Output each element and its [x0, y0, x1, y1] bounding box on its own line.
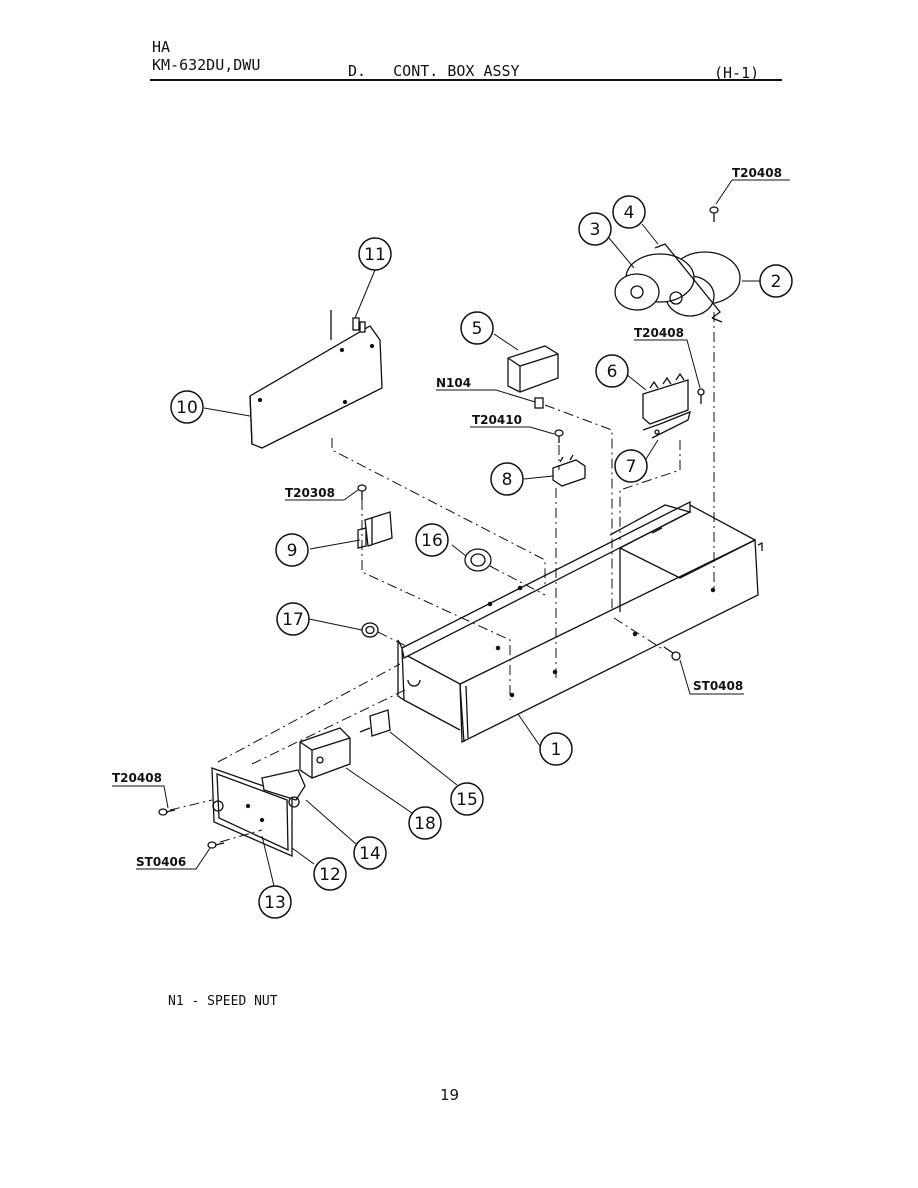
callout-8: 8 [502, 470, 513, 490]
callout-10-circle [170, 390, 204, 424]
toggle-switch [359, 709, 391, 737]
code-t20410: T20410 [472, 413, 522, 427]
callout-14: 14 [359, 844, 381, 864]
callout-3-circle [578, 212, 612, 246]
callout-1-circle [539, 732, 573, 766]
callout-8-circle [490, 462, 524, 496]
control-board [249, 310, 383, 449]
code-t20408-right: T20408 [634, 326, 684, 340]
callout-4-circle [612, 195, 646, 229]
grommet-small [361, 622, 379, 638]
callout-11: 11 [364, 245, 386, 265]
page-number: 19 [440, 1086, 460, 1104]
transformer [357, 511, 393, 549]
control-box [397, 500, 763, 744]
capacitor-assembly [614, 243, 741, 323]
terminal-block [642, 372, 691, 439]
callout-12-circle [313, 857, 347, 891]
callout-15: 15 [456, 790, 478, 810]
callout-11-circle [358, 237, 392, 271]
callout-18: 18 [414, 814, 436, 834]
leader-lines [112, 179, 790, 887]
switch-box [299, 727, 351, 779]
code-t20308: T20308 [285, 486, 335, 500]
callout-14-circle [353, 836, 387, 870]
callout-15-circle [450, 782, 484, 816]
callout-16: 16 [421, 531, 443, 551]
code-t20408-top: T20408 [732, 166, 782, 180]
callout-6: 6 [607, 362, 618, 382]
callout-6-circle [595, 354, 629, 388]
callout-3: 3 [590, 220, 601, 240]
callout-4: 4 [624, 203, 635, 223]
callout-2-circle [759, 264, 793, 298]
spacer [352, 317, 366, 333]
callout-9-circle [275, 533, 309, 567]
section-letter: D. [348, 62, 367, 80]
relay [507, 345, 559, 409]
callout-13: 13 [264, 893, 286, 913]
callout-13-circle [258, 885, 292, 919]
callout-17-circle [276, 602, 310, 636]
header-model: KM-632DU,DWU [152, 56, 261, 74]
grommet-large [464, 548, 492, 572]
header-section: D. CONT. BOX ASSY [348, 62, 520, 80]
callout-circles [170, 195, 793, 919]
callout-18-circle [408, 806, 442, 840]
panel-plate [211, 767, 306, 857]
fuse-holder [552, 454, 586, 487]
section-title: CONT. BOX ASSY [393, 62, 520, 80]
speed-nut-note: N1 - SPEED NUT [168, 994, 278, 1009]
code-st0406: ST0406 [136, 855, 186, 869]
callout-17: 17 [282, 610, 304, 630]
callout-7-circle [614, 449, 648, 483]
callout-9: 9 [287, 541, 298, 561]
callout-7: 7 [626, 457, 637, 477]
callout-5: 5 [472, 319, 483, 339]
callout-2: 2 [771, 272, 782, 292]
header-rule [150, 79, 782, 81]
callout-10: 10 [176, 398, 198, 418]
callout-16-circle [415, 523, 449, 557]
callout-12: 12 [319, 865, 341, 885]
code-t20408-left: T20408 [112, 771, 162, 785]
code-n104: N104 [436, 376, 471, 390]
code-st0408: ST0408 [693, 679, 743, 693]
header-reference: (H-1) [714, 64, 760, 82]
header-series: HA [152, 38, 171, 56]
screws [158, 206, 719, 849]
assembly-lines [169, 312, 715, 843]
callout-1: 1 [551, 740, 562, 760]
callout-5-circle [460, 311, 494, 345]
